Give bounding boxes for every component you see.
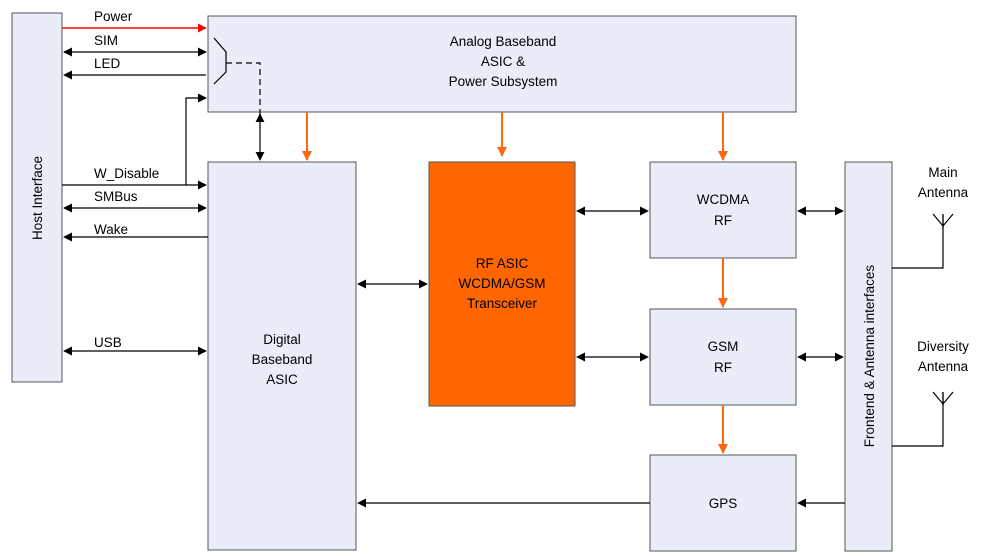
rf-asic-line-3: Transceiver — [467, 296, 538, 311]
frontend-antenna-block — [844, 161, 893, 552]
rf-asic-line-2: WCDMA/GSM — [459, 276, 546, 291]
w-disable-line — [62, 93, 207, 186]
mux-dashed-link — [226, 62, 261, 118]
host-interface-label: Host Interface — [30, 156, 45, 240]
w-disable-label: W_Disable — [94, 166, 159, 181]
gps-block — [649, 454, 797, 552]
digital-baseband-line-3: ASIC — [266, 372, 298, 387]
gps-label: GPS — [709, 496, 738, 511]
diversity-antenna-line-2: Antenna — [918, 359, 969, 374]
smbus-label: SMBus — [94, 189, 138, 204]
diversity-antenna-line-1: Diversity — [917, 339, 969, 354]
host-interface-block — [11, 12, 63, 383]
led-label: LED — [94, 56, 121, 71]
rf-asic-block — [428, 161, 576, 407]
analog-baseband-line-3: Power Subsystem — [449, 74, 558, 89]
mux-symbol — [213, 37, 227, 85]
frontend-antenna-label: Frontend & Antenna interfaces — [862, 265, 877, 448]
gsm-rf-line-2: RF — [714, 360, 732, 375]
wake-label: Wake — [94, 222, 128, 237]
power-label: Power — [94, 9, 133, 24]
analog-baseband-line-2: ASIC & — [481, 54, 525, 69]
digital-baseband-line-1: Digital — [263, 332, 301, 347]
main-antenna-feed — [892, 214, 944, 269]
diversity-antenna-feed — [892, 392, 944, 447]
sim-label: SIM — [94, 33, 118, 48]
digital-baseband-line-2: Baseband — [252, 352, 313, 367]
gsm-rf-block — [649, 308, 797, 406]
wcdma-rf-line-1: WCDMA — [697, 192, 750, 207]
wcdma-rf-block — [649, 161, 797, 259]
main-antenna-line-1: Main — [928, 165, 957, 180]
usb-label: USB — [94, 335, 122, 350]
analog-baseband-line-1: Analog Baseband — [450, 34, 557, 49]
digital-baseband-block — [207, 161, 357, 551]
gsm-rf-line-1: GSM — [708, 339, 739, 354]
main-antenna-line-2: Antenna — [918, 185, 969, 200]
wcdma-rf-line-2: RF — [714, 213, 732, 228]
rf-asic-line-1: RF ASIC — [476, 256, 529, 271]
analog-baseband-block — [207, 15, 797, 113]
